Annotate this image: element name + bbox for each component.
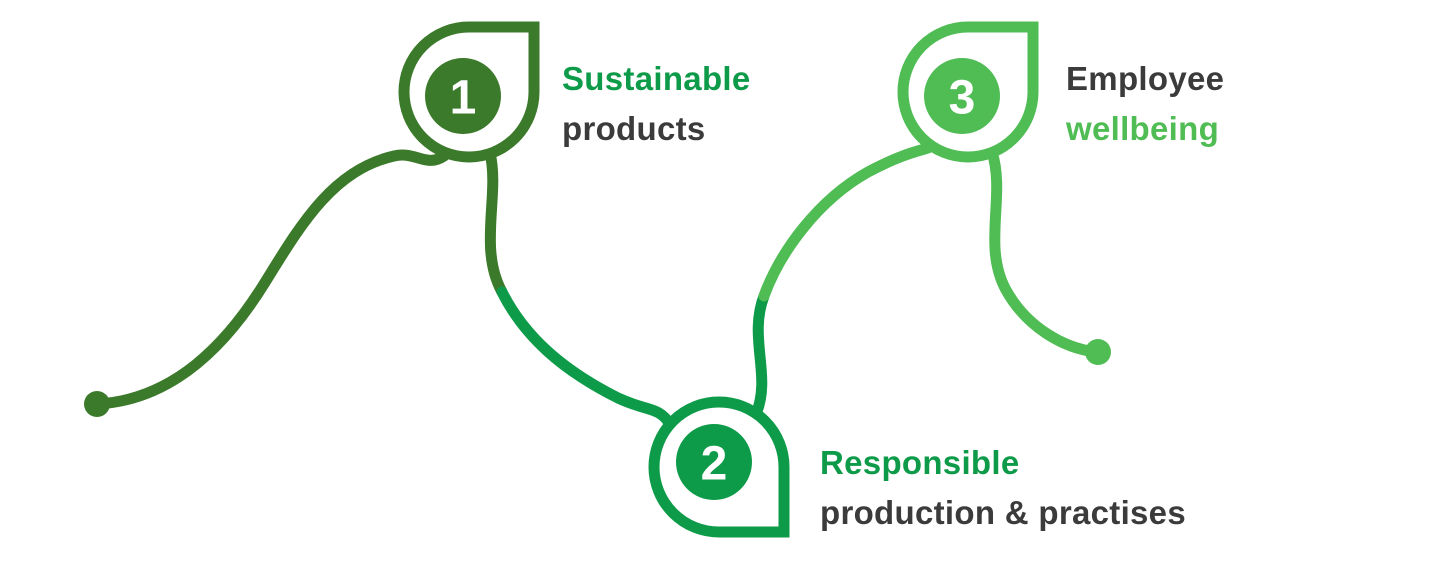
milestone-2-label-line1: Responsible: [820, 444, 1020, 481]
leaf-marker-1: 1: [398, 21, 540, 163]
milestone-3-number-circle: [924, 58, 1000, 134]
path-segment-leaf3-to-end: [986, 146, 1102, 358]
path-start-dot: [84, 391, 110, 417]
path-segment-leaf1-down-dark: [484, 147, 508, 298]
path-segment-down-to-leaf2-medium: [496, 286, 676, 430]
path-segment-start-to-leaf1: [91, 149, 450, 410]
milestone-3-label-line2: wellbeing: [1066, 110, 1220, 147]
milestone-3-label-line1: Employee: [1066, 60, 1225, 97]
milestone-2-label: Responsible production & practises: [820, 438, 1186, 538]
milestone-1-label: Sustainable products: [562, 54, 751, 154]
milestone-3-label: Employee wellbeing: [1066, 54, 1224, 154]
milestone-1-number: 1: [450, 71, 477, 124]
path-segment-leaf2-up-medium: [750, 290, 770, 420]
path-end-dot: [1085, 339, 1111, 365]
milestone-3-number: 3: [949, 71, 976, 124]
milestone-2-number-circle: [676, 424, 752, 500]
milestone-2-number: 2: [701, 437, 728, 490]
leaf-marker-2: 2: [648, 396, 790, 538]
milestone-1-label-line2: products: [562, 110, 706, 147]
milestone-1-number-circle: [425, 58, 501, 134]
leaf-marker-3: 3: [897, 21, 1039, 163]
milestone-1-label-line1: Sustainable: [562, 60, 751, 97]
path-segment-up-to-leaf3-light: [758, 142, 934, 302]
milestone-2-label-line2: production & practises: [820, 494, 1186, 531]
